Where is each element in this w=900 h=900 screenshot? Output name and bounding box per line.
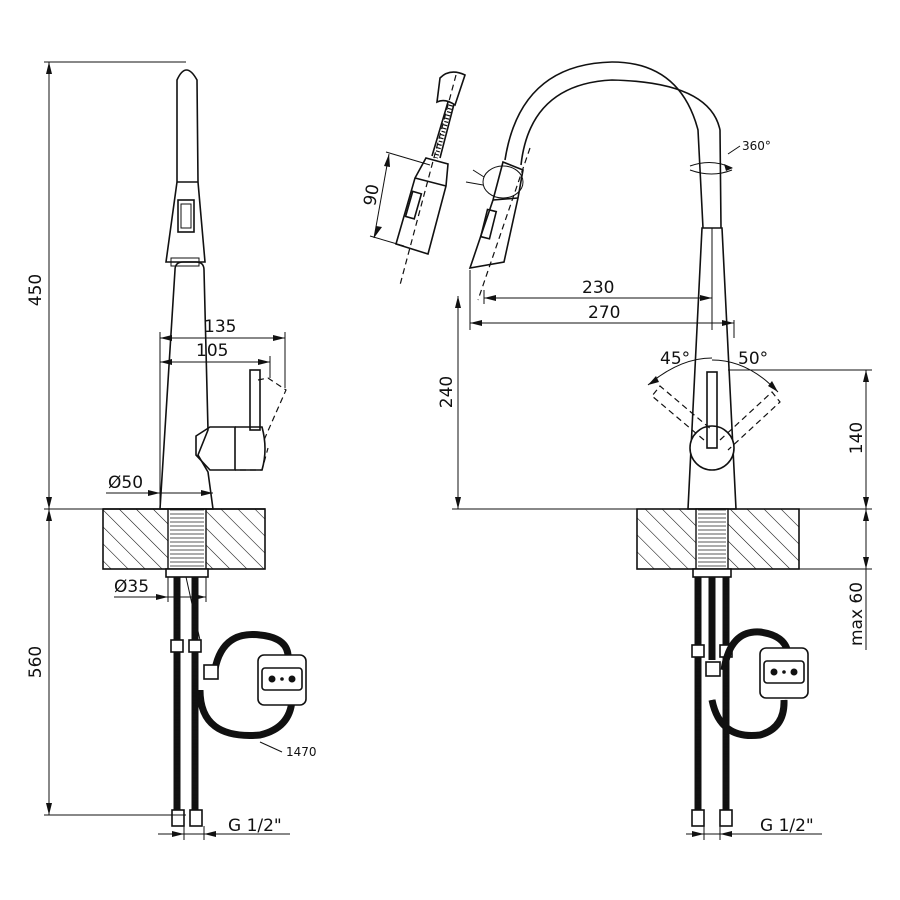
left-lever [249, 369, 261, 431]
spray-detail: 90 [360, 71, 466, 286]
max-counter-label: max 60 [847, 582, 867, 646]
right-faucet-body [687, 227, 737, 510]
side-view: 1470 450 560 135 105 Ø50 Ø3 [26, 61, 317, 840]
left-total-height-label: 450 [26, 274, 46, 306]
right-gooseneck-spout [504, 61, 704, 229]
left-reach-outer-label: 135 [204, 317, 236, 337]
left-spray-head [165, 69, 206, 263]
spout-height-label: 240 [437, 376, 457, 408]
spray-length-label: 90 [360, 183, 383, 208]
left-lower-length-label: 560 [26, 646, 46, 678]
right-diverter-box [759, 647, 809, 699]
left-hose-length-label: 1470 [286, 745, 317, 759]
right-connection-label: G 1/2" [760, 816, 814, 836]
right-hoses [691, 577, 792, 827]
rotation-label: 360° [742, 139, 771, 153]
left-connection-label: G 1/2" [228, 816, 282, 836]
right-spray-head [468, 160, 524, 270]
left-shank-diameter-label: Ø35 [114, 577, 149, 597]
spray-head-detail [395, 157, 449, 256]
left-reach-inner-label: 105 [196, 341, 228, 361]
left-lever-hub [195, 426, 236, 471]
reach-230-label: 230 [582, 278, 614, 298]
left-diverter-box [257, 654, 307, 706]
left-hoses [170, 576, 296, 827]
left-base-diameter-label: Ø50 [108, 473, 143, 493]
lever-angle-left-label: 45° [660, 349, 690, 369]
right-lever [706, 371, 718, 449]
front-view: 360° 45° 50° [437, 61, 872, 840]
left-faucet-body [159, 261, 214, 510]
left-spray-button [177, 199, 195, 233]
lever-angle-right-label: 50° [738, 349, 768, 369]
lever-height-label: 140 [847, 422, 867, 454]
reach-270-label: 270 [588, 303, 620, 323]
